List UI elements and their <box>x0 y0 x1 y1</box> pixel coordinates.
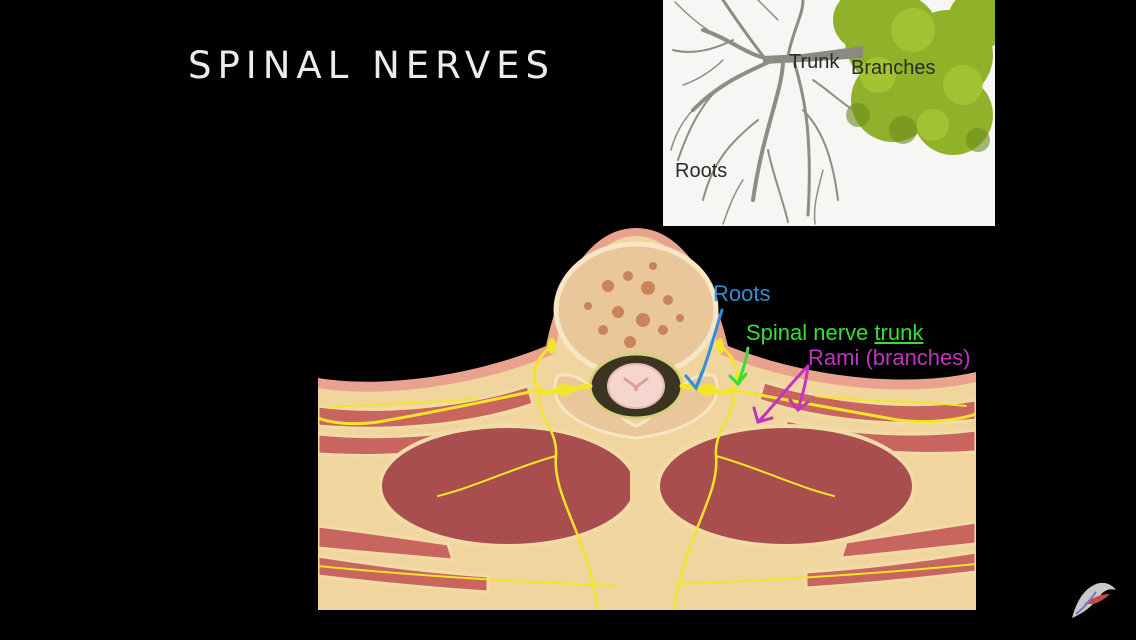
annotation-arrows <box>684 308 810 424</box>
spinal-cross-section-illustration <box>318 228 976 610</box>
slide-title: SPINAL NERVES <box>188 44 555 87</box>
rami-arrow-1 <box>756 364 810 424</box>
gray-matter <box>622 376 650 392</box>
tree-label-trunk: Trunk <box>789 51 840 73</box>
back-muscles-right <box>757 380 976 590</box>
trunk-annotation-prefix: Spinal nerve <box>746 320 875 345</box>
channel-logo <box>1072 582 1116 618</box>
tree-illustration <box>670 0 995 225</box>
spinal-nerves <box>318 344 976 610</box>
tree-label-roots: Roots <box>675 160 728 182</box>
vertebral-body-texture <box>584 262 684 348</box>
spinal-nerve-trunk-annotation: Spinal nerve trunk <box>746 320 923 346</box>
trunk-annotation-word: trunk <box>874 320 924 345</box>
rami-annotation: Rami (branches) <box>808 345 971 370</box>
tree-label-branches: Branches <box>851 57 936 79</box>
dorsal-root-ganglia <box>548 338 724 396</box>
tree-analogy-image: Trunk Branches Roots <box>663 0 995 226</box>
midline-septum <box>630 416 644 610</box>
roots-annotation: Roots <box>713 281 771 306</box>
rami-arrow-2 <box>796 364 810 412</box>
paraspinal-muscle-left <box>378 424 638 548</box>
paraspinal-muscle-right <box>656 424 916 548</box>
